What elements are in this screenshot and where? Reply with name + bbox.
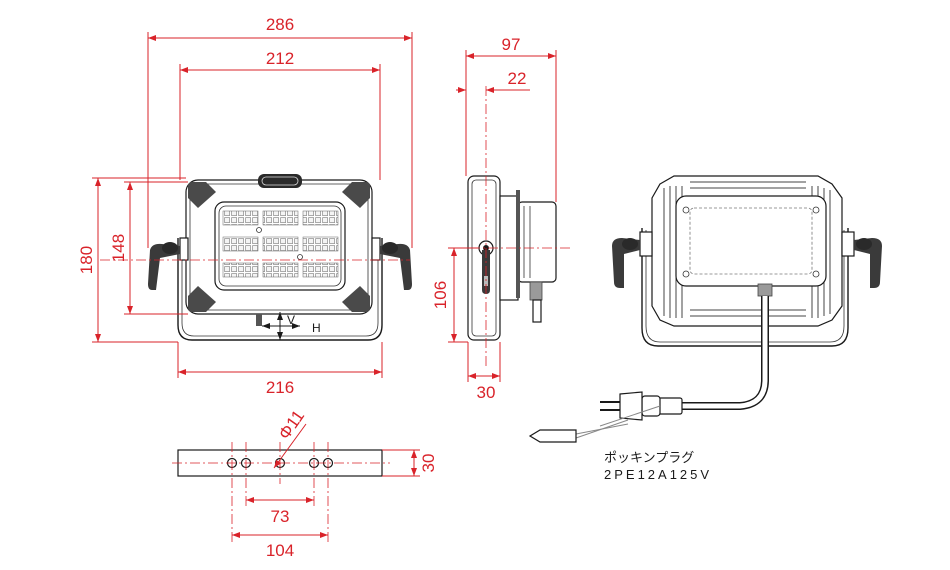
horizontal-adjust-label: H	[312, 321, 321, 335]
svg-text:97: 97	[502, 35, 521, 54]
left-lever-handle	[148, 242, 180, 290]
svg-text:148: 148	[109, 234, 128, 262]
dimension-base-depth: 30	[467, 342, 501, 402]
dimension-pivot-offset: 22	[456, 69, 530, 96]
front-view: V H 286 212 216	[77, 15, 413, 397]
svg-text:22: 22	[508, 69, 527, 88]
rear-right-lever	[854, 238, 882, 288]
svg-text:180: 180	[77, 246, 96, 274]
dimension-frame-height: 148	[109, 181, 188, 315]
brand-plate	[258, 174, 302, 188]
dimension-outer-pitch: 104	[232, 532, 328, 560]
dimension-pivot-height: 106	[431, 247, 478, 343]
svg-text:106: 106	[431, 281, 450, 309]
svg-text:104: 104	[266, 541, 294, 560]
rear-stand	[641, 228, 849, 347]
rear-left-lever	[612, 238, 640, 288]
corner-bumper	[188, 286, 216, 312]
vertical-adjust-label: V	[287, 313, 295, 327]
right-lever-handle	[380, 242, 412, 290]
svg-text:286: 286	[266, 15, 294, 34]
side-view: 97 22 106 30	[431, 35, 572, 402]
svg-text:73: 73	[271, 507, 290, 526]
locking-plug	[528, 391, 683, 443]
plug-label: ポッキンプラグ	[604, 450, 694, 465]
bracket-view: Φ11 30 73 104	[172, 407, 438, 560]
rear-plate	[675, 195, 827, 287]
dimension-overall-width: 286	[147, 15, 413, 248]
dimension-frame-width: 212	[179, 49, 381, 180]
plug-model: 2PE12A125V	[604, 467, 712, 482]
corner-bumper	[342, 286, 370, 312]
dimension-base-width: 216	[177, 342, 383, 397]
dimension-bracket-height: 30	[382, 449, 438, 477]
rear-view: ポッキンプラグ 2PE12A125V	[528, 175, 882, 482]
svg-text:30: 30	[477, 383, 496, 402]
adjustment-indicator: V H	[256, 312, 321, 340]
svg-text:Φ11: Φ11	[275, 407, 308, 443]
corner-bumper	[188, 182, 216, 208]
corner-bumper	[342, 182, 370, 208]
dimension-inner-pitch: 73	[246, 497, 314, 526]
dimension-overall-height: 180	[77, 177, 186, 343]
led-array	[222, 210, 339, 278]
svg-text:30: 30	[419, 454, 438, 473]
dimension-depth: 97	[465, 35, 557, 202]
svg-text:212: 212	[266, 49, 294, 68]
svg-text:216: 216	[266, 378, 294, 397]
